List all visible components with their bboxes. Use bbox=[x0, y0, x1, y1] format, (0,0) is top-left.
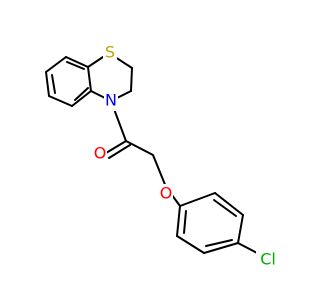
bond bbox=[237, 242, 260, 255]
bond bbox=[130, 67, 133, 92]
atom-bg bbox=[104, 91, 118, 111]
double-bond bbox=[205, 239, 233, 247]
double-bond bbox=[183, 210, 187, 234]
chlorine-atom-label: Cl bbox=[260, 250, 276, 269]
nitrogen-atom-label: N bbox=[105, 91, 117, 110]
bond bbox=[179, 192, 216, 207]
double-bond bbox=[74, 87, 89, 101]
carbonyl-oxygen-label: O bbox=[94, 144, 107, 163]
bond bbox=[45, 71, 50, 97]
bond bbox=[237, 214, 244, 244]
bond bbox=[176, 235, 205, 254]
bond bbox=[87, 66, 92, 92]
double-bond bbox=[213, 199, 237, 217]
atom-bg bbox=[103, 43, 117, 63]
bond bbox=[203, 242, 239, 254]
bond bbox=[65, 56, 89, 68]
atom-bg bbox=[159, 184, 173, 204]
bond bbox=[152, 154, 167, 188]
structural-formula: S N O O Cl bbox=[45, 42, 280, 270]
bond bbox=[48, 95, 73, 107]
ether-oxygen-label: O bbox=[160, 184, 173, 203]
sulfur-atom-label: S bbox=[105, 43, 115, 62]
bond bbox=[176, 205, 181, 237]
carbonyl-bond bbox=[105, 140, 127, 154]
chlorophenyl-ring bbox=[176, 192, 260, 255]
atom-bg bbox=[256, 250, 280, 270]
benzene-ring-top bbox=[45, 56, 92, 107]
bond bbox=[71, 90, 92, 107]
bond bbox=[125, 140, 154, 156]
bond bbox=[214, 192, 244, 216]
double-bond bbox=[51, 74, 56, 94]
atom-bg bbox=[93, 144, 107, 164]
double-bond bbox=[66, 61, 85, 70]
bond bbox=[45, 56, 67, 73]
structure-canvas: S N O O Cl bbox=[45, 42, 280, 270]
carbonyl-double-bond bbox=[108, 144, 131, 159]
